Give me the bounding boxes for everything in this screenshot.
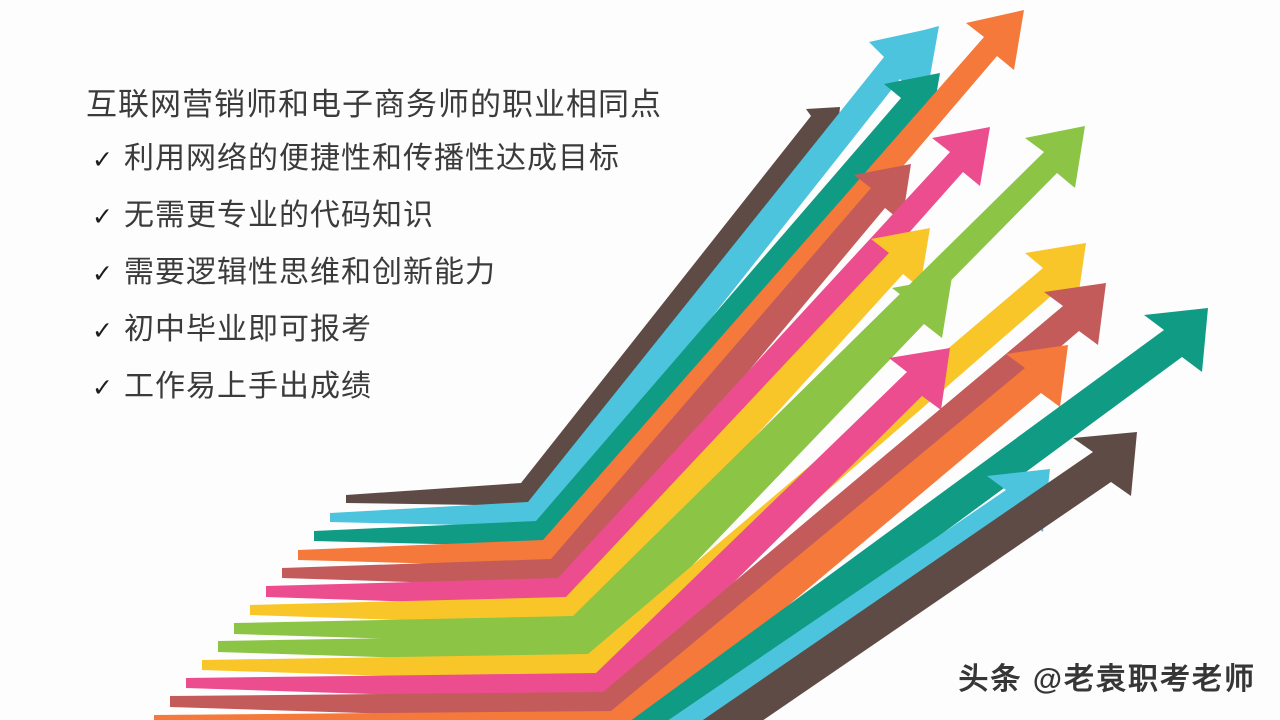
watermark: 头条 @老袁职考老师 [958,663,1256,696]
arrow-ribbon-group [154,10,1208,720]
list-item-label: 初中毕业即可报考 [124,312,372,346]
ribbon-cyan-1 [330,26,939,527]
list-item: ✓ 需要逻辑性思维和创新能力 [86,255,786,291]
bullet-list: ✓ 利用网络的便捷性和传播性达成目标 ✓ 无需更专业的代码知识 ✓ 需要逻辑性思… [86,141,786,405]
list-item: ✓ 工作易上手出成绩 [86,369,786,405]
check-icon: ✓ [92,202,113,231]
list-item-label: 工作易上手出成绩 [124,369,372,403]
slide-text-block: 互联网营销师和电子商务师的职业相同点 ✓ 利用网络的便捷性和传播性达成目标 ✓ … [86,86,786,426]
ribbon-cyan-2 [668,469,1050,720]
check-icon: ✓ [92,316,113,345]
list-item-label: 需要逻辑性思维和创新能力 [124,255,496,289]
list-item-label: 利用网络的便捷性和传播性达成目标 [124,141,620,175]
page-title: 互联网营销师和电子商务师的职业相同点 [86,87,662,122]
ribbon-green-1 [234,126,1085,645]
list-item: ✓ 利用网络的便捷性和传播性达成目标 [86,141,786,177]
check-icon: ✓ [92,373,113,402]
list-item: ✓ 初中毕业即可报考 [86,312,786,348]
ribbon-teal-2 [631,308,1208,720]
check-icon: ✓ [92,145,113,174]
check-icon: ✓ [92,259,113,288]
ribbon-pink-1 [266,127,990,607]
list-item: ✓ 无需更专业的代码知识 [86,198,786,234]
ribbon-brown-2 [702,432,1137,720]
list-item-label: 无需更专业的代码知识 [124,198,434,232]
